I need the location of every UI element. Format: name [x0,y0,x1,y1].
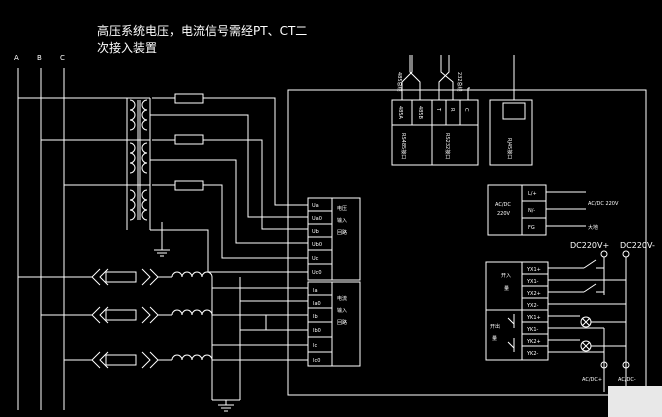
pin-yk2-plus: YK2+ [526,339,541,345]
terminal-ua: Ua [312,203,319,209]
terminal-ub: Ub [312,229,319,235]
terminal-ic0: Ic0 [313,358,320,364]
pin-yx2-plus: YX2+ [526,291,541,297]
rs485-bus-label: 485总线 [396,72,403,92]
acdc-minus-label: AC/DC- [618,377,636,383]
rs232-pin-r: R [449,108,455,112]
pt-transformers [129,99,148,221]
earth-label: 大地 [588,224,598,231]
pt-taps [18,97,151,230]
rj45-interface-label: RJ45接口 [506,138,513,159]
pin-yx2-minus: YX2- [526,303,539,309]
bus-lines [17,68,65,410]
current-label-2: 输入 [337,307,347,314]
dio-output-label-1: 开出 [490,323,500,330]
diagram-title-line1: 高压系统电压，电流信号需经PT、CT二 [97,23,307,38]
voltage-label-2: 输入 [337,217,347,224]
pt-ground-icon [154,222,170,257]
terminal-ia0: Ia0 [313,301,321,307]
terminal-uc0: Uc0 [312,270,322,276]
terminal-ub0: Ub0 [312,242,322,248]
current-label-1: 电流 [337,295,347,302]
rs232-pin-t: T [435,107,441,112]
current-terminal-block [307,281,361,367]
terminal-ic: Ic [313,343,317,349]
power-module-label-2: 220V [497,211,511,217]
watermark-patch [608,386,662,417]
device-enclosure [287,89,647,396]
rs232-bus-label: 232总线 [456,72,463,92]
voltage-terminal-block [307,197,361,281]
pin-yk2-minus: YK2- [526,351,539,357]
power-pin-n: N/- [528,208,535,214]
pin-yk1-plus: YK1+ [526,315,541,321]
bus-label-c: C [60,54,65,62]
current-label-3: 回路 [337,319,347,326]
pt-wiring [150,97,308,273]
terminal-uc: Uc [312,256,319,262]
dc-supply-wiring [548,250,630,392]
rs232-interface-label: RS232接口 [444,133,451,159]
pt-fuses [152,93,204,191]
terminal-ib: Ib [313,314,318,320]
bus-label-a: A [14,54,19,62]
bus-label-b: B [37,54,42,62]
pin-yx1-plus: YX1+ [526,267,541,273]
digital-io-block [485,261,549,361]
dio-output-label-2: 量 [492,335,497,342]
ct-coils [171,271,213,361]
power-module [487,184,586,236]
power-pin-fg: FG [528,225,535,231]
diagram-title-line2: 次接入装置 [97,40,157,55]
rs232-pin-c: C [463,108,469,112]
voltage-label-3: 回路 [337,229,347,236]
ct-section [18,268,172,369]
power-module-label-1: AC/DC [495,202,511,208]
acdc-plus-label: AC/DC+ [582,377,602,383]
terminal-ua0: Ua0 [312,216,322,222]
dio-input-label-1: 开入 [501,273,511,279]
dc220v-minus-label: DC220V- [620,241,655,250]
rs485-pin-b: 485B [417,106,423,120]
dio-input-label-2: 量 [504,285,509,292]
rs485-interface-label: RS485接口 [400,133,407,159]
ct-wiring [211,277,308,412]
terminal-ia: Ia [313,288,318,294]
dc220v-plus-label: DC220V+ [570,241,609,250]
rs485-pin-a: 485A [397,106,403,120]
pin-yx1-minus: YX1- [526,279,539,285]
power-supply-label: AC/DC 220V [588,201,619,207]
comm-interfaces [391,55,533,166]
power-pin-l: L/+ [528,191,537,197]
pin-yk1-minus: YK1- [526,327,539,333]
voltage-label-1: 电压 [337,205,347,212]
terminal-ib0: Ib0 [313,328,321,334]
